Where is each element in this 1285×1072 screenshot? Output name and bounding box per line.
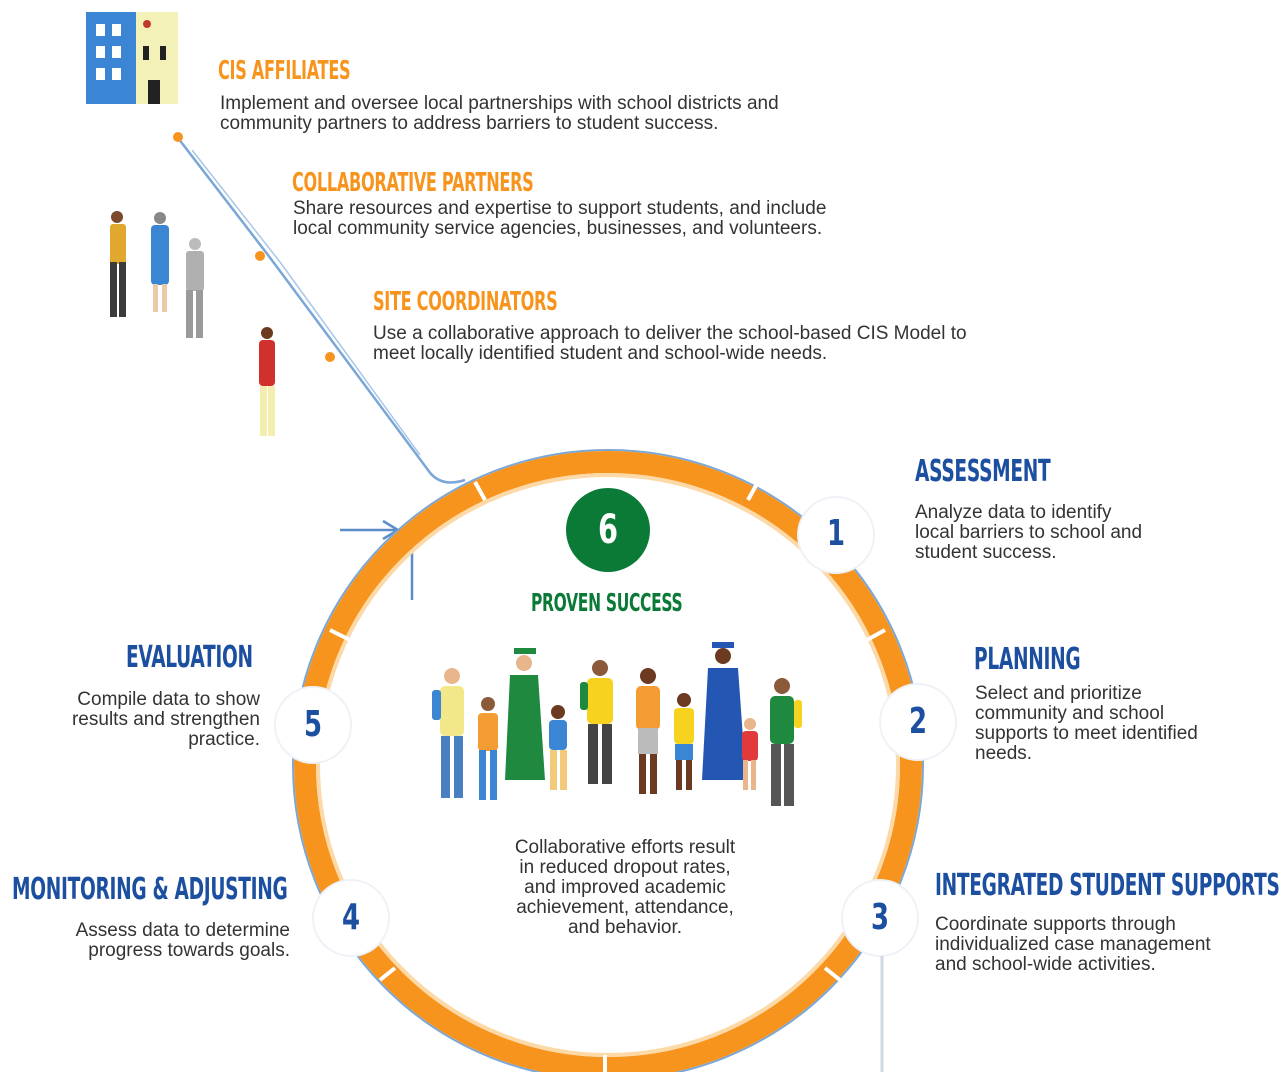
role-title-site-coordinators: SITE COORDINATORS bbox=[373, 287, 558, 317]
role-desc-site-coordinators: Use a collaborative approach to deliver … bbox=[373, 323, 967, 364]
center-title: PROVEN SUCCESS bbox=[531, 588, 683, 617]
step-desc-evaluation: Compile data to show results and strengt… bbox=[71, 689, 260, 750]
center-number: 6 bbox=[597, 507, 619, 553]
role-title-cis-affiliates: CIS AFFILIATES bbox=[218, 56, 351, 86]
cycle-ring-inner bbox=[316, 473, 900, 1057]
step-desc-monitoring-adjusting: Assess data to determine progress toward… bbox=[75, 920, 290, 961]
connector-line-outer bbox=[191, 149, 421, 456]
step-number-3: 3 bbox=[870, 897, 890, 938]
ring-gaps bbox=[329, 481, 886, 1072]
connector-dot bbox=[325, 352, 335, 362]
role-desc-collaborative-partners: Share resources and expertise to support… bbox=[293, 198, 827, 239]
cycle-ring-outline bbox=[292, 449, 924, 1072]
site-coordinator-icon bbox=[259, 327, 275, 436]
step-desc-assessment: Analyze data to identify local barriers … bbox=[915, 502, 1143, 563]
step-desc-integrated-student-supports: Coordinate supports through individualiz… bbox=[935, 914, 1211, 975]
step-number-1: 1 bbox=[826, 513, 846, 554]
school-building-icon bbox=[86, 12, 178, 104]
role-title-collaborative-partners: COLLABORATIVE PARTNERS bbox=[292, 168, 534, 198]
partners-group-icon bbox=[110, 211, 204, 338]
step-number-4: 4 bbox=[341, 897, 361, 938]
role-desc-cis-affiliates: Implement and oversee local partnerships… bbox=[220, 93, 779, 134]
step-title-integrated-student-supports: INTEGRATED STUDENT SUPPORTS bbox=[935, 868, 1280, 903]
step-title-planning: PLANNING bbox=[974, 642, 1081, 677]
step-desc-planning: Select and prioritize community and scho… bbox=[975, 683, 1198, 764]
step-title-assessment: ASSESSMENT bbox=[915, 454, 1051, 489]
center-desc: Collaborative efforts result in reduced … bbox=[514, 837, 736, 938]
center-badge bbox=[566, 488, 650, 572]
cycle-ring-band bbox=[294, 451, 922, 1072]
students-group-icon bbox=[432, 642, 802, 806]
step-number-5: 5 bbox=[303, 704, 323, 745]
step-title-monitoring-adjusting: MONITORING & ADJUSTING bbox=[12, 872, 288, 907]
connector-dot bbox=[255, 251, 265, 261]
connector-line bbox=[177, 137, 466, 484]
step-nodes bbox=[274, 496, 957, 957]
step-number-2: 2 bbox=[908, 701, 928, 742]
step-title-evaluation: EVALUATION bbox=[126, 640, 253, 675]
connector-dot bbox=[173, 132, 183, 142]
